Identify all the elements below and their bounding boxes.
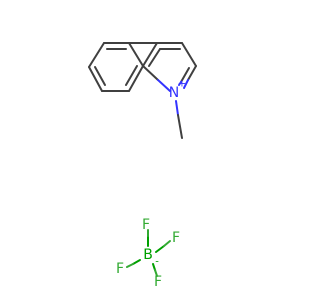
nitrogen-bonds (142, 65, 197, 139)
fluorine-atom-label-left: F (116, 261, 124, 277)
bond (126, 263, 134, 268)
bond (181, 42, 197, 67)
bond (183, 79, 189, 89)
bond (175, 100, 179, 116)
bond (88, 42, 105, 68)
bond (157, 79, 171, 92)
structure-canvas: N + B - F F F F (88, 42, 197, 290)
double-bond-inner (125, 65, 138, 86)
nitrogen-atom-label: N (169, 85, 179, 101)
bond (152, 263, 156, 271)
fluorine-atom-label-top: F (142, 217, 150, 233)
fluorine-atom-label-bottom: F (154, 274, 162, 290)
bond (142, 65, 159, 81)
bond (88, 66, 103, 92)
bond (155, 245, 165, 253)
bond (132, 259, 141, 265)
bond (177, 114, 183, 139)
quinolinium-cation (88, 42, 197, 92)
fluorine-atom-label-right: F (172, 230, 180, 246)
chemical-structure-diagram: N + B - F F F F (88, 42, 197, 290)
double-bond-inner (180, 67, 190, 83)
boron-atom-label: B (143, 247, 153, 263)
bond (154, 269, 158, 277)
bond (163, 240, 171, 247)
boron-charge-label: - (155, 257, 159, 268)
double-bond-inner (178, 81, 182, 86)
double-bond-inner (94, 66, 106, 86)
bond (187, 65, 197, 81)
nitrogen-charge-label: + (178, 79, 186, 90)
tetrafluoroborate-anion (126, 229, 171, 277)
bond (128, 42, 144, 67)
double-bond-inner (148, 48, 161, 67)
bond (142, 42, 158, 67)
bond (128, 65, 144, 92)
